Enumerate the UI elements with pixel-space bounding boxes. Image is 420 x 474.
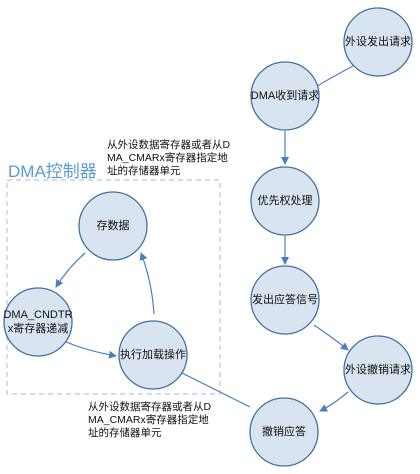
node-label-line: x寄存器递减 — [8, 321, 69, 335]
note-top: 从外设数据寄存器或者从D MA_CMARx寄存器指定地 址的存储器单元 — [107, 139, 231, 177]
node-dma-receive: DMA收到请求 — [250, 61, 320, 131]
node-revoke-ack: 撤销应答 — [249, 397, 319, 467]
node-revoke-request-label: 外设撤销请求 — [345, 362, 411, 376]
edge-cndtr-to-load — [65, 341, 117, 359]
node-label-line: 存数据 — [97, 218, 130, 232]
node-label-line: 发出应答信号 — [252, 292, 318, 306]
edge-revoke-request-to-revoke-ack — [319, 391, 349, 412]
node-label-line: 外设撤销请求 — [345, 362, 411, 376]
node-ack-signal: 发出应答信号 — [250, 265, 320, 335]
node-label-line: DMA收到请求 — [251, 88, 319, 102]
edge-store-to-cndtr — [55, 252, 86, 288]
edge-load-to-store — [139, 252, 155, 315]
node-label-line: DMA_CNDTR — [3, 309, 72, 321]
node-priority: 优先权处理 — [250, 166, 320, 236]
node-label-line: 执行加载操作 — [120, 347, 186, 361]
node-load-op-label: 执行加载操作 — [120, 347, 186, 361]
node-label-line: 外设发出请求 — [345, 34, 411, 48]
node-store-data-label: 存数据 — [97, 218, 130, 232]
node-store-data: 存数据 — [78, 191, 148, 261]
node-peripheral-request-label: 外设发出请求 — [345, 34, 411, 48]
node-label-line: 撤销应答 — [262, 424, 306, 438]
node-peripheral-request: 外设发出请求 — [343, 7, 413, 77]
node-label-line: 优先权处理 — [258, 194, 313, 207]
node-load-op: 执行加载操作 — [118, 320, 188, 390]
node-priority-label: 优先权处理 — [258, 194, 313, 207]
node-revoke-request: 外设撤销请求 — [343, 335, 413, 405]
node-revoke-ack-label: 撤销应答 — [262, 424, 306, 438]
edge-ack-to-revoke-request — [313, 324, 349, 351]
node-dma-receive-label: DMA收到请求 — [251, 88, 319, 102]
node-ack-signal-label: 发出应答信号 — [252, 292, 318, 306]
dma-controller-boundary — [6, 179, 221, 395]
dma-controller-title: DMA控制器 — [8, 162, 97, 181]
edge-revoke-ack-to-load — [175, 369, 251, 408]
note-bottom: 从外设数据寄存器或者从D MA_CMARx寄存器指定地 址的存储器单元 — [88, 401, 212, 439]
